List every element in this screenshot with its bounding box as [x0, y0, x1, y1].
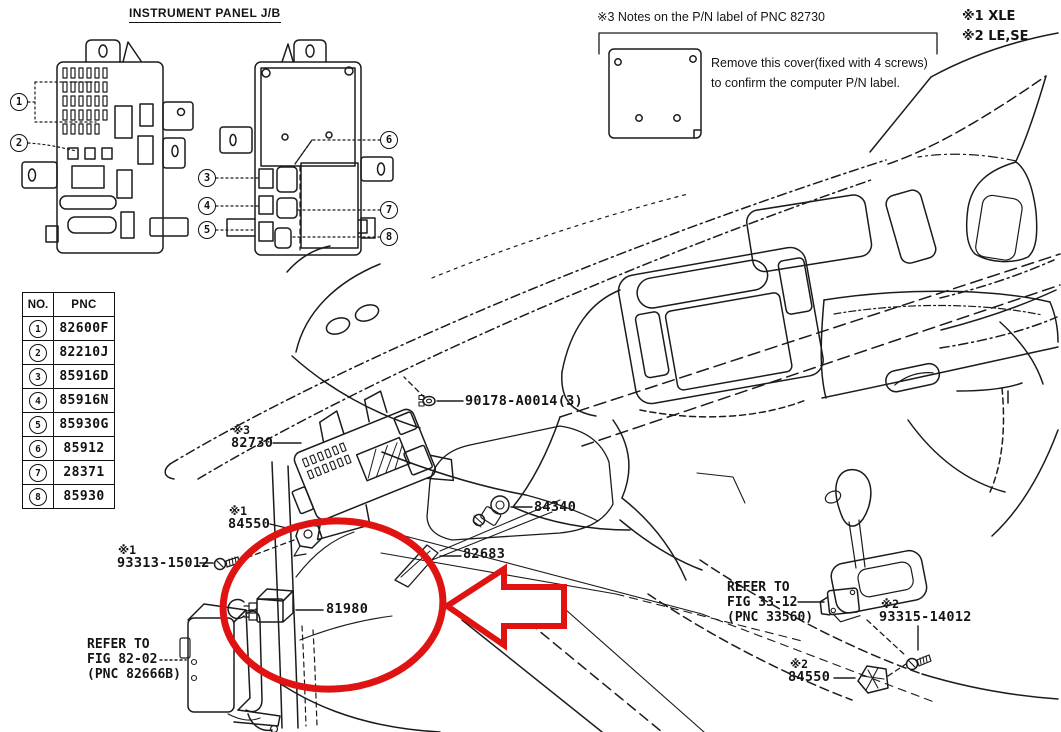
junction-box-front-view — [21, 39, 194, 254]
pnc-value: 28371 — [53, 460, 115, 485]
part-82683-panel — [394, 499, 561, 588]
label-93315-14012: 93315-14012 — [879, 609, 972, 625]
cover-note-line1: Remove this cover(fixed with 4 screws) — [711, 56, 928, 70]
callout-1: 1 — [10, 93, 28, 111]
callout-7: 7 — [380, 201, 398, 219]
row-number: 7 — [29, 464, 47, 483]
callout-6: 6 — [380, 131, 398, 149]
label-93313-15012: 93313-15012 — [117, 555, 210, 571]
table-row: 4 85916N — [22, 388, 115, 413]
part-82666b-ecu — [179, 603, 281, 732]
airbag-panel — [745, 194, 873, 273]
part-90178-nut — [418, 394, 436, 407]
table-row: 7 28371 — [22, 460, 115, 485]
mark-93313: ※1 — [118, 543, 137, 557]
label-82730: 82730 — [231, 435, 274, 451]
part-93315-screw — [905, 654, 932, 671]
callout-8: 8 — [380, 228, 398, 246]
note3-title: ※3 Notes on the P/N label of PNC 82730 — [597, 10, 825, 24]
label-84550-2: 84550 — [788, 669, 831, 685]
table-row: 5 85930G — [22, 412, 115, 437]
mark-93315: ※2 — [881, 597, 900, 611]
part-84340-sensor — [472, 495, 510, 528]
cover-note-line2: to confirm the computer P/N label. — [711, 76, 900, 90]
label-84340: 84340 — [534, 499, 577, 515]
pnc-value: 85916N — [53, 388, 115, 413]
table-row: 3 85916D — [22, 364, 115, 389]
label-81980: 81980 — [326, 601, 369, 617]
row-number: 3 — [29, 368, 47, 387]
row-number: 4 — [29, 392, 47, 411]
col-header-pnc: PNC — [53, 292, 115, 317]
glovebox — [820, 290, 1059, 399]
row-number: 1 — [29, 320, 47, 339]
pnc-value: 85912 — [53, 436, 115, 461]
table-row: 8 85930 — [22, 484, 115, 509]
mark-82730: ※3 — [232, 423, 251, 437]
highlight-annotations — [219, 517, 567, 693]
diagram-title: INSTRUMENT PANEL J/B — [129, 6, 281, 23]
gear-shifter — [824, 468, 928, 614]
table-row: 1 82600F — [22, 316, 115, 341]
junction-box-rear-view — [219, 39, 394, 256]
callout-leader-lines — [27, 81, 381, 238]
part-81980-relay — [227, 588, 294, 623]
table-row: 2 82210J — [22, 340, 115, 365]
callout-2: 2 — [10, 134, 28, 152]
label-82683: 82683 — [463, 546, 506, 562]
pnc-value: 82210J — [53, 340, 115, 365]
pnc-value: 82600F — [53, 316, 115, 341]
mark-84550-1: ※1 — [229, 504, 248, 518]
row-number: 6 — [29, 440, 47, 459]
pnc-value: 85930 — [53, 484, 115, 509]
row-number: 5 — [29, 416, 47, 435]
pnc-value: 85916D — [53, 364, 115, 389]
assembly-dashed-links — [237, 376, 907, 677]
computer-cover-drawing — [608, 48, 702, 139]
label-84550-1: 84550 — [228, 516, 271, 532]
pnc-value: 85930G — [53, 412, 115, 437]
callout-5: 5 — [198, 221, 216, 239]
center-cluster-bezel — [617, 246, 824, 405]
part-84550-clip — [857, 665, 889, 694]
row-number: 8 — [29, 488, 47, 507]
callout-4: 4 — [198, 197, 216, 215]
highlight-arrow — [441, 563, 567, 651]
part-33560-box — [819, 587, 861, 623]
pn-cover-note-art — [598, 32, 938, 139]
col-header-no: NO. — [22, 292, 54, 317]
note1-xle: ※1 XLE — [962, 9, 1016, 24]
row-number: 2 — [29, 344, 47, 363]
callout-3: 3 — [198, 169, 216, 187]
highlight-circle — [219, 517, 447, 693]
note2-lese: ※2 LE,SE — [962, 29, 1029, 44]
label-90178-A0014: 90178-A0014(3) — [465, 393, 583, 409]
table-header-row: NO. PNC — [22, 292, 115, 317]
mark-84550-2: ※2 — [790, 657, 809, 671]
glovebox-handle — [885, 362, 941, 393]
table-row: 6 85912 — [22, 436, 115, 461]
